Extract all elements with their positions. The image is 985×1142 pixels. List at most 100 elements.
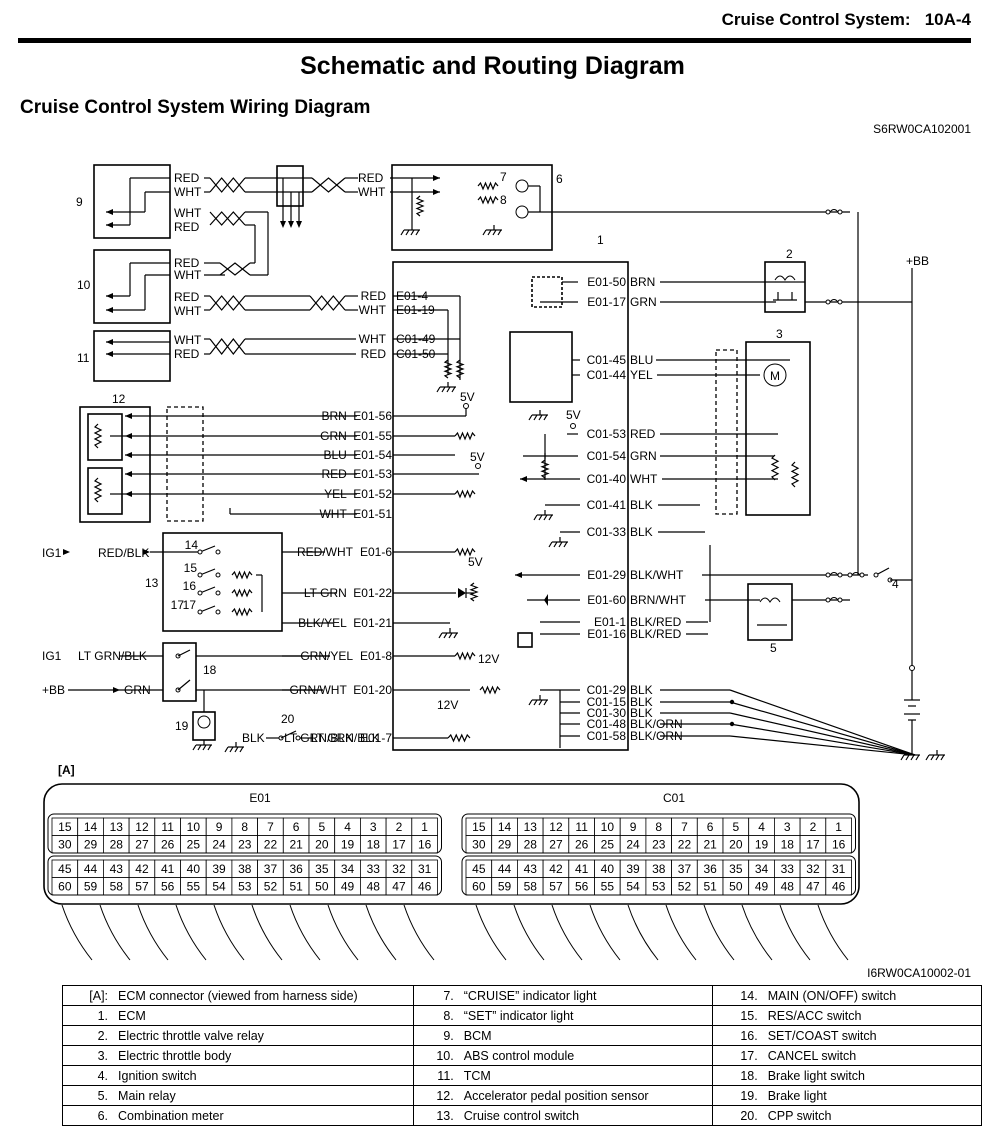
resistor-icon <box>93 477 103 503</box>
ground-wire <box>729 735 916 756</box>
wire-color-label: GRN <box>124 683 151 697</box>
component-number: 14 <box>185 538 199 552</box>
switch-icon <box>177 649 191 657</box>
connector-pin-number: 27 <box>135 838 149 852</box>
arrow-right-icon <box>63 549 70 555</box>
wire-harness <box>513 904 545 961</box>
connector-pin-number: 48 <box>781 880 795 894</box>
connector-pin-number: 17 <box>392 838 406 852</box>
ground-icon <box>558 541 563 548</box>
component-number: 1 <box>597 233 604 247</box>
arrow-left-icon <box>106 351 113 357</box>
switch-contact-icon <box>873 572 879 578</box>
connector-pin-number: 14 <box>498 820 512 834</box>
ecm-pin-label: E01-8 <box>360 649 392 663</box>
legend-number: 19. <box>711 1085 764 1106</box>
legend-number: 14. <box>711 985 764 1006</box>
resistor-icon <box>479 685 501 695</box>
connector-pin-number: 55 <box>187 880 201 894</box>
connector-pin-number: 14 <box>84 820 98 834</box>
resistor-icon <box>540 459 550 479</box>
connector-pin-number: 42 <box>135 862 149 876</box>
switch-contact-icon <box>295 735 301 741</box>
ecm-pin-label: C01-29 <box>587 683 627 697</box>
connector-pin-number: 23 <box>652 838 666 852</box>
connector-pin-number: 58 <box>110 880 124 894</box>
wiring-diagram: E01-56BRNE01-55GRNE01-54BLUE01-53REDE01-… <box>42 164 945 961</box>
ecm-pin-label: C01-54 <box>587 449 627 463</box>
connector-pin-number: 1 <box>421 820 428 834</box>
tcm-box <box>93 330 171 382</box>
voltage-label: 5V <box>470 450 485 464</box>
connector-pin-number: 12 <box>549 820 563 834</box>
connector-pin-number: 4 <box>758 820 765 834</box>
connector-pin-number: 54 <box>212 880 226 894</box>
connector-pin-number: 12 <box>135 820 149 834</box>
wire-color-label: BRN <box>630 275 655 289</box>
ecm-pin-label: E01-55 <box>353 429 392 443</box>
connector-pin-number: 8 <box>655 820 662 834</box>
wire-harness <box>551 904 583 961</box>
ground-icon <box>441 386 446 393</box>
ecm-pin-label: E01-52 <box>353 487 392 501</box>
connector-pin-number: 11 <box>575 820 588 834</box>
connector-pin-number: 50 <box>315 880 329 894</box>
ecm-pin-label: E01-53 <box>353 467 392 481</box>
voltage-label: 5V <box>468 555 483 569</box>
wire-color-label: RED/WHT <box>297 545 354 559</box>
main-relay-box <box>747 583 793 641</box>
connector-pin-number: 29 <box>498 838 512 852</box>
wire-color-label: WHT <box>174 206 202 220</box>
legend-description: Accelerator pedal position sensor <box>459 1085 713 1106</box>
legend-description: RES/ACC switch <box>763 1005 982 1026</box>
resistor-icon <box>790 461 800 488</box>
switch-contact-icon <box>197 590 203 596</box>
resistor-icon <box>469 582 479 602</box>
ground-icon <box>533 699 538 706</box>
resistor-icon <box>770 454 780 481</box>
ecm-pin-label: C01-58 <box>587 729 627 743</box>
connector-pin-number: 3 <box>370 820 377 834</box>
ground-icon <box>229 746 234 753</box>
connector-pin-number: 45 <box>472 862 486 876</box>
connector-pin-number: 44 <box>84 862 98 876</box>
sensor-element-box <box>87 467 123 515</box>
sensor-element-box <box>87 413 123 461</box>
wire-harness <box>213 904 245 961</box>
connector-pin-number: 20 <box>729 838 743 852</box>
wire-color-label: LT GRN/BLK <box>78 649 147 663</box>
connector-pin-number: 37 <box>264 862 278 876</box>
ecm-pin-label: E01-60 <box>587 593 626 607</box>
arrow-left-icon <box>106 307 113 313</box>
ecm-pin-label: E01-29 <box>587 568 626 582</box>
switch-contact-icon <box>197 572 203 578</box>
arrow-left-icon <box>515 572 522 578</box>
arrow-left-icon <box>125 413 132 419</box>
connector-pin-number: 1 <box>835 820 842 834</box>
fusible-link-icon <box>909 665 915 671</box>
ground-icon <box>234 746 239 753</box>
fuse-icon <box>829 209 839 213</box>
component-number: 17 <box>171 598 185 612</box>
switch-contact-icon <box>215 549 221 555</box>
wire-harness <box>251 904 283 961</box>
resistor-icon <box>231 570 253 580</box>
connector-pin-number: 19 <box>755 838 769 852</box>
switch-icon <box>280 730 297 739</box>
arrow-down-icon <box>296 221 302 228</box>
connector-name: C01 <box>663 791 685 805</box>
wire-harness <box>817 904 849 961</box>
legend-number: 10. <box>413 1045 460 1066</box>
arrow-right-icon <box>113 687 120 693</box>
connector-pin-number: 36 <box>703 862 717 876</box>
connector-pin-number: 24 <box>212 838 226 852</box>
wire-harness <box>327 904 359 961</box>
page-number: 10A-4 <box>924 10 971 29</box>
connector-pin-number: 25 <box>187 838 201 852</box>
ecm-pin-label: E01-7 <box>360 731 392 745</box>
connector-pin-number: 41 <box>161 862 175 876</box>
ground-icon <box>563 541 568 548</box>
ground-icon <box>405 229 410 236</box>
ecm-pin-label: C01-41 <box>587 498 627 512</box>
